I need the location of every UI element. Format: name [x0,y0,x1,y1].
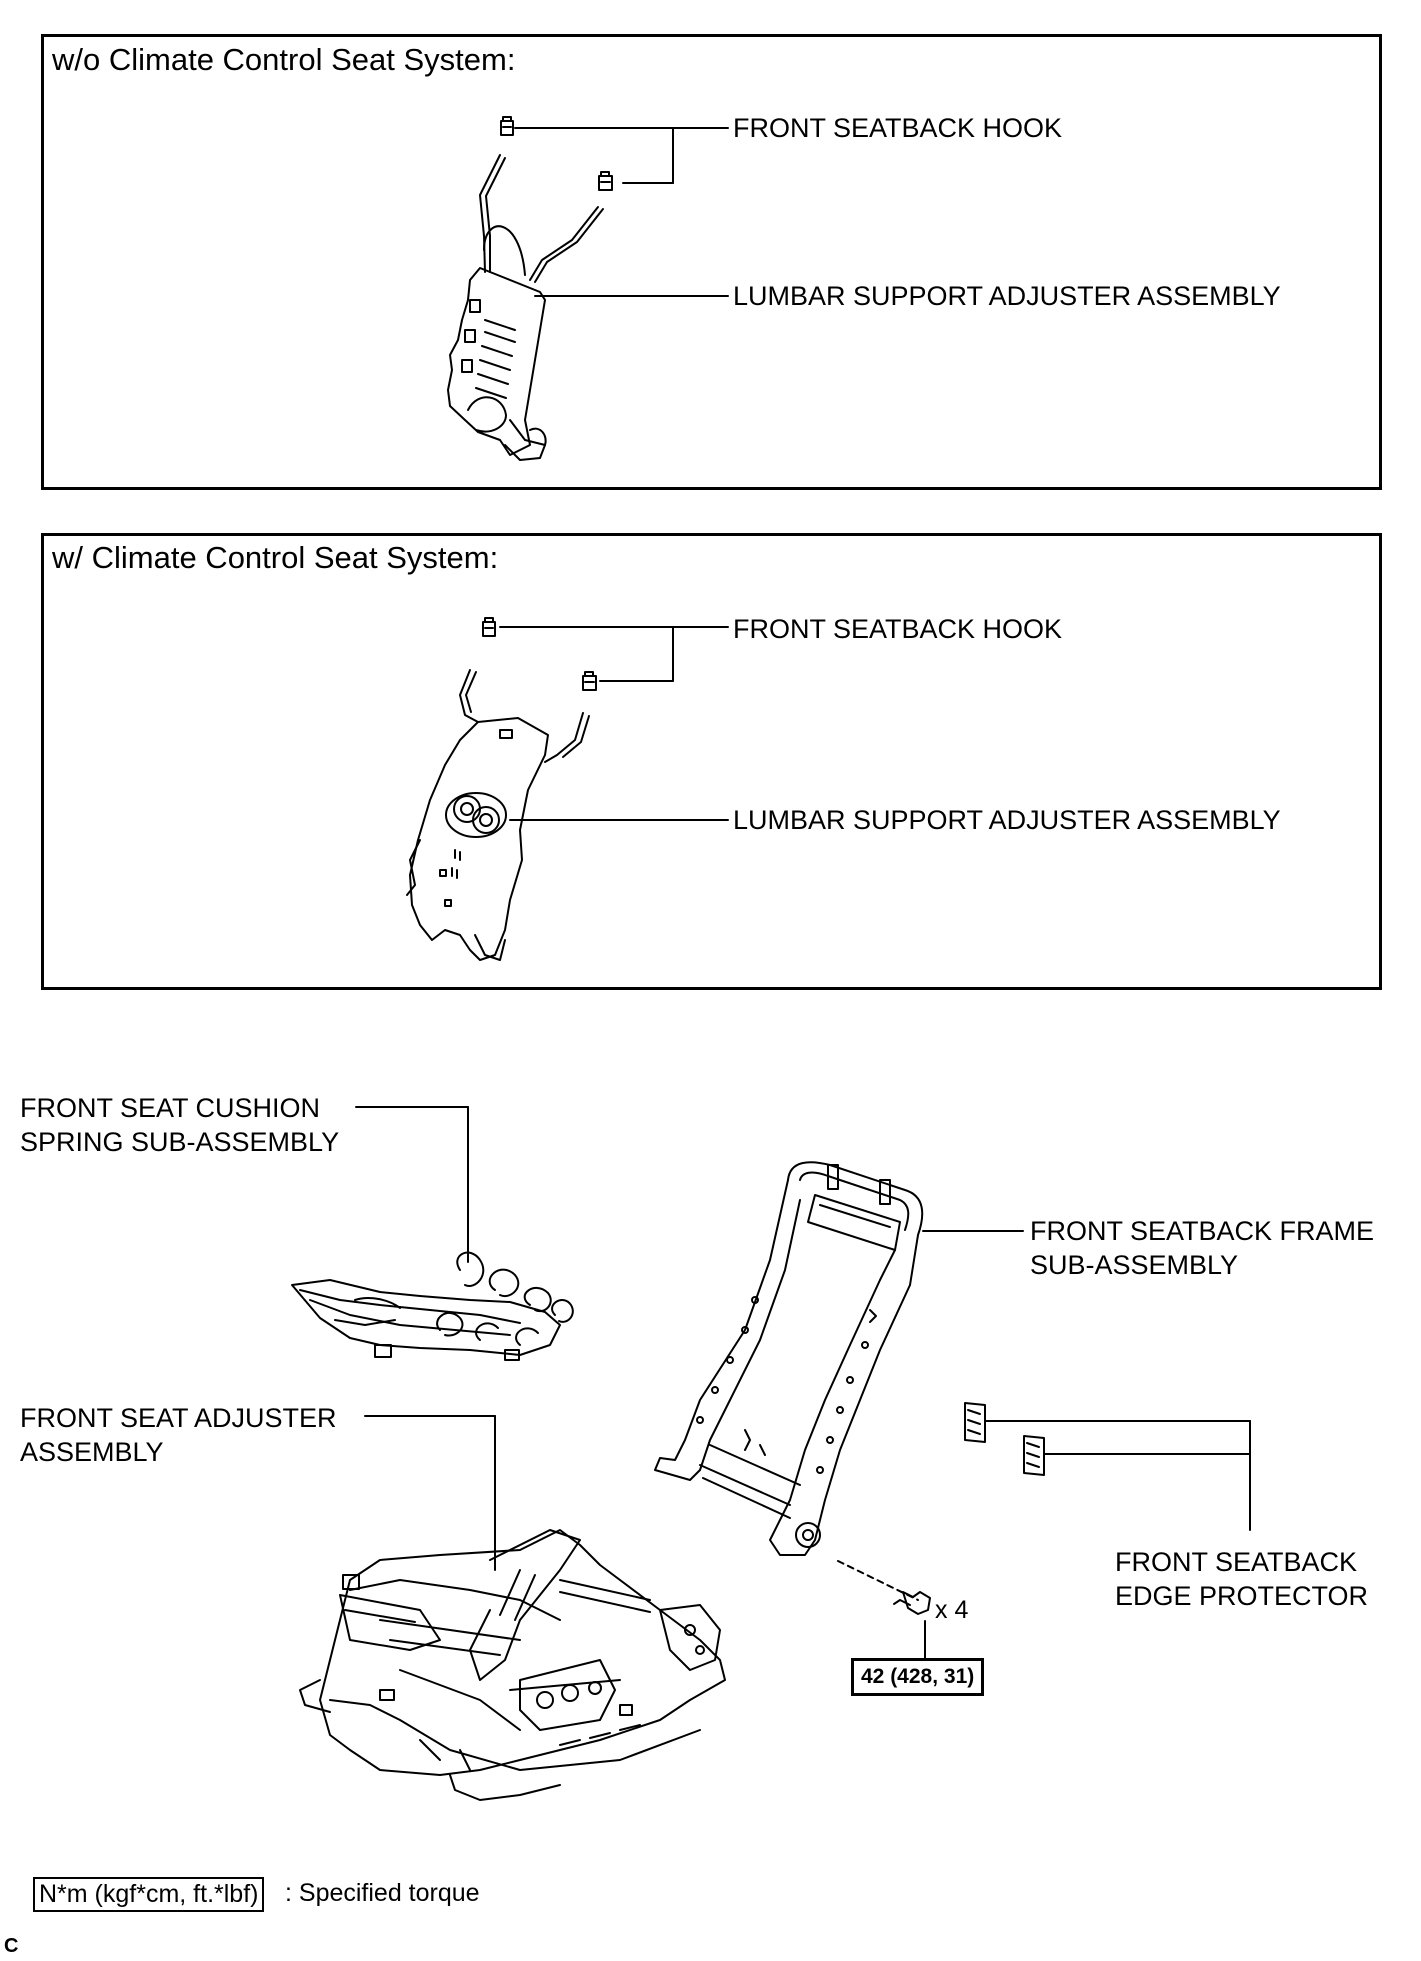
bolt-quantity: x 4 [935,1596,969,1624]
edge-protector-label-line2: EDGE PROTECTOR [1115,1581,1369,1611]
panel-with-climate-control [41,533,1382,990]
panel-without-climate-control [41,34,1382,490]
torque-units-box: N*m (kgf*cm, ft.*lbf) [33,1877,265,1912]
panel-without-leaders [514,127,729,297]
seatback-frame-label-line2: SUB-ASSEMBLY [1030,1250,1239,1280]
panel-with-hook-icon-1 [482,617,496,637]
corner-mark: C [4,1935,19,1957]
panel-with-leaders [499,626,729,821]
seat-adjuster-label-line2: ASSEMBLY [20,1437,164,1467]
panel-without-hook-icon-1 [500,116,514,136]
panel-without-lumbar-label: LUMBAR SUPPORT ADJUSTER ASSEMBLY [733,281,1281,311]
seat-adjuster-drawing [299,1529,726,1801]
edge-protector-leader [984,1420,1251,1531]
adjuster-leader [364,1415,496,1571]
edge-protector-label-line1: FRONT SEATBACK [1115,1547,1358,1577]
edge-protector-icon-2 [1023,1435,1045,1476]
seatback-frame-label-line1: FRONT SEATBACK FRAME [1030,1216,1375,1246]
seatback-frame-drawing [654,1161,924,1556]
panel-without-hook-icon-2 [598,171,613,191]
panel-with-lumbar-assembly [406,669,590,961]
panel-with-heading: w/ Climate Control Seat System: [52,540,499,575]
panel-with-lumbar-label: LUMBAR SUPPORT ADJUSTER ASSEMBLY [733,805,1281,835]
panel-with-hook-label: FRONT SEATBACK HOOK [733,614,1063,644]
panel-without-hook-label: FRONT SEATBACK HOOK [733,113,1063,143]
panel-without-lumbar-assembly [447,154,604,461]
bolt-leader [837,1560,926,1661]
seat-adjuster-label-line1: FRONT SEAT ADJUSTER [20,1403,337,1433]
panel-without-heading: w/o Climate Control Seat System: [52,42,516,77]
cushion-spring-drawing [291,1251,574,1361]
bolt-icon [893,1591,931,1615]
cushion-spring-label-line1: FRONT SEAT CUSHION [20,1093,321,1123]
torque-value-box: 42 (428, 31) [851,1658,985,1696]
cushion-spring-label-line2: SPRING SUB-ASSEMBLY [20,1127,340,1157]
cushion-spring-leader [355,1106,469,1263]
torque-units-description: : Specified torque [285,1879,480,1907]
panel-with-hook-icon-2 [582,671,597,691]
edge-protector-icon-1 [964,1402,986,1443]
